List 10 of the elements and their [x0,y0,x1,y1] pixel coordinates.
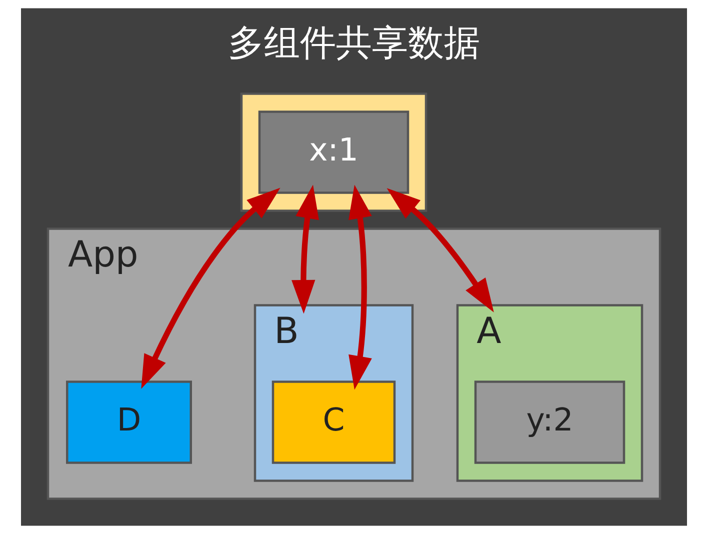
arrow [348,184,372,390]
node-box: D [66,380,192,464]
arrow [386,188,494,312]
cluster [240,92,427,212]
node-box: x:1 [258,110,409,194]
diagram-title: 多组件共享数据 [228,23,480,64]
node-box: y:2 [474,380,625,464]
arrow [140,188,280,389]
arrow [291,184,318,314]
node-box: C [271,380,396,464]
